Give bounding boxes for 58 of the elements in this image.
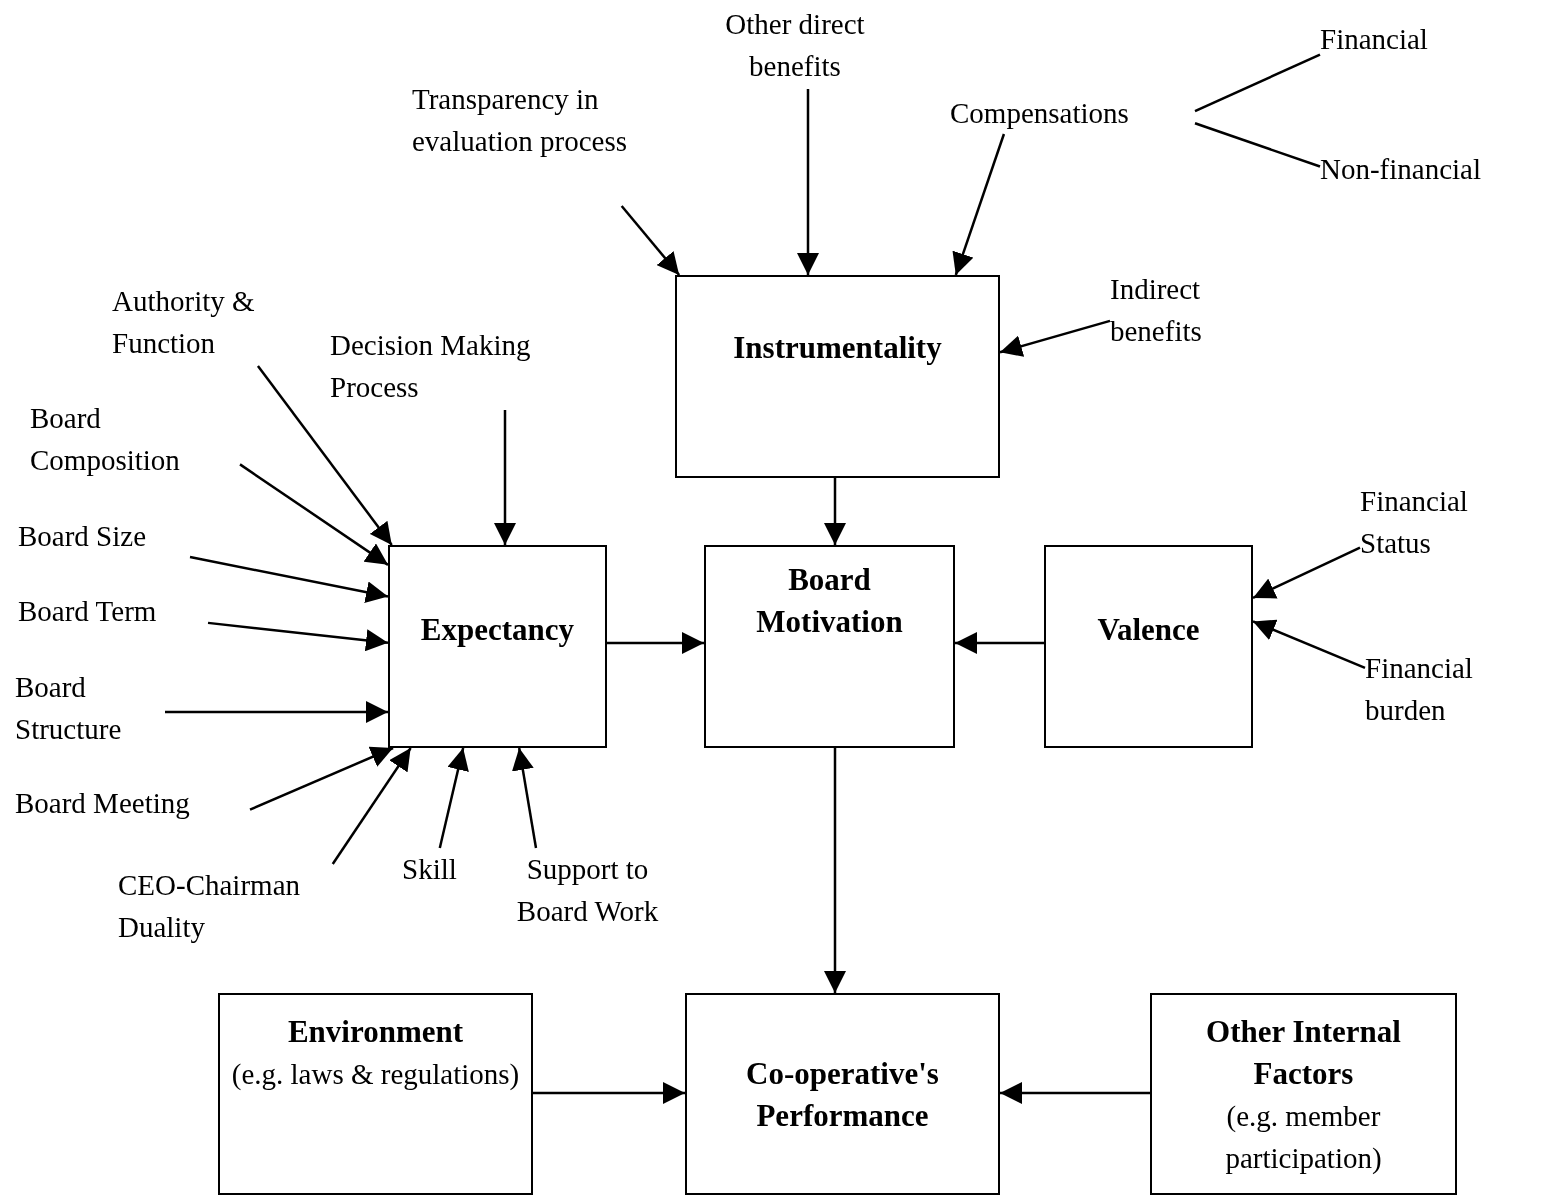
arrow xyxy=(249,746,394,811)
arrow xyxy=(239,463,389,566)
factor-label: Board Term xyxy=(18,594,157,629)
factor-label: Financial Status xyxy=(1360,484,1469,561)
factor-label: Decision Making Process xyxy=(330,328,532,405)
connector-line xyxy=(1194,53,1321,113)
arrow xyxy=(824,748,846,993)
factor-label: Financial xyxy=(1320,22,1428,57)
arrow xyxy=(999,319,1111,357)
arrow xyxy=(189,555,389,604)
concept-box xyxy=(1150,993,1457,1195)
concept-box xyxy=(704,545,955,748)
arrow xyxy=(494,410,516,545)
box-note: (e.g. member participation) xyxy=(1224,1099,1383,1176)
box-title: Board Motivation xyxy=(755,561,904,641)
factor-label: Indirect benefits xyxy=(1110,272,1203,349)
arrow xyxy=(207,621,389,652)
factor-label: Board Meeting xyxy=(15,786,190,821)
box-title: Co-operative's Performance xyxy=(745,1055,940,1135)
box-title: Instrumentality xyxy=(732,329,943,367)
factor-label: Other direct benefits xyxy=(724,7,866,84)
arrow xyxy=(797,89,819,275)
factor-label: Transparency in evaluation process xyxy=(412,82,627,159)
arrow xyxy=(331,747,412,865)
factor-label: Board Structure xyxy=(15,670,123,747)
factor-label: Support to Board Work xyxy=(515,852,660,929)
factor-label: CEO-Chairman Duality xyxy=(118,868,301,945)
arrow xyxy=(1252,546,1361,600)
concept-box xyxy=(388,545,607,748)
arrow xyxy=(256,365,393,546)
arrow xyxy=(955,632,1044,654)
concept-box xyxy=(685,993,1000,1195)
arrow xyxy=(165,701,388,723)
arrow xyxy=(533,1082,685,1104)
factor-label: Authority & Function xyxy=(112,284,256,361)
arrow xyxy=(824,478,846,545)
arrow xyxy=(512,747,538,849)
concept-box xyxy=(218,993,533,1195)
arrow xyxy=(620,205,681,276)
arrow xyxy=(952,133,1006,276)
factor-label: Compensations xyxy=(950,96,1129,131)
factor-label: Board Size xyxy=(18,519,147,554)
concept-box xyxy=(675,275,1000,478)
factor-label: Financial burden xyxy=(1365,651,1474,728)
box-title: Other Internal Factors xyxy=(1205,1013,1402,1093)
arrow xyxy=(438,747,469,849)
box-title: Expectancy xyxy=(419,611,576,649)
arrow xyxy=(1000,1082,1150,1104)
connector-line xyxy=(1194,122,1321,168)
concept-box xyxy=(1044,545,1253,748)
arrow xyxy=(1252,619,1366,669)
box-note: (e.g. laws & regulations) xyxy=(230,1057,521,1092)
factor-label: Board Composition xyxy=(30,401,181,478)
factor-label: Skill xyxy=(402,852,457,887)
box-title: Valence xyxy=(1096,611,1201,649)
arrow xyxy=(607,632,704,654)
factor-label: Non-financial xyxy=(1320,152,1482,187)
box-title: Environment xyxy=(286,1013,465,1051)
